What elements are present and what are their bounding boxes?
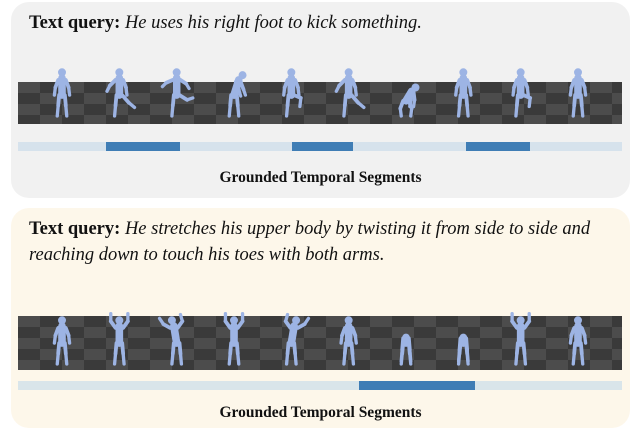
text-query: Text query: He stretches his upper body … bbox=[29, 219, 591, 265]
motion-sequence bbox=[18, 311, 622, 370]
timeline-caption: Grounded Temporal Segments bbox=[219, 169, 422, 186]
pose-figure bbox=[511, 68, 533, 118]
pose-figure bbox=[568, 316, 588, 366]
query-text: He uses his right foot to kick something… bbox=[124, 13, 422, 33]
pose-figure bbox=[568, 68, 588, 118]
pose-figure bbox=[456, 333, 470, 366]
grounded-segment bbox=[292, 142, 353, 151]
pose-figure bbox=[108, 311, 130, 366]
motion-sequence-stage bbox=[18, 62, 622, 124]
grounded-segment bbox=[106, 142, 180, 151]
pose-figure bbox=[52, 316, 72, 366]
text-query: Text query: He uses his right foot to ki… bbox=[29, 13, 422, 33]
temporal-timeline bbox=[18, 381, 622, 390]
query-panel-kick: Text query: He uses his right foot to ki… bbox=[11, 2, 630, 198]
pose-figure bbox=[283, 312, 311, 366]
query-text: He stretches his upper body by twisting … bbox=[29, 219, 591, 265]
pose-figure bbox=[160, 68, 195, 118]
pose-figure bbox=[227, 71, 248, 118]
pose-figure bbox=[339, 316, 358, 366]
pose-figure bbox=[105, 68, 137, 118]
query-label: Text query bbox=[29, 13, 115, 33]
grounded-segment bbox=[465, 142, 530, 151]
pose-figure bbox=[454, 68, 473, 118]
pose-figure bbox=[334, 68, 366, 118]
pose-figure bbox=[399, 333, 413, 366]
checkered-floor bbox=[18, 316, 622, 370]
pose-figure bbox=[52, 68, 72, 118]
pose-figure bbox=[398, 83, 420, 118]
motion-sequence-stage bbox=[18, 292, 622, 370]
query-label: Text query bbox=[29, 219, 115, 239]
pose-figure bbox=[510, 311, 532, 366]
query-panel-stretch: Text query: He stretches his upper body … bbox=[11, 208, 630, 428]
pose-figure bbox=[282, 68, 303, 118]
pose-figure bbox=[157, 312, 185, 366]
pose-figure bbox=[223, 311, 245, 366]
temporal-timeline bbox=[18, 142, 622, 151]
motion-sequence bbox=[18, 68, 622, 124]
grounded-segment bbox=[359, 381, 476, 390]
timeline-caption: Grounded Temporal Segments bbox=[219, 404, 422, 421]
